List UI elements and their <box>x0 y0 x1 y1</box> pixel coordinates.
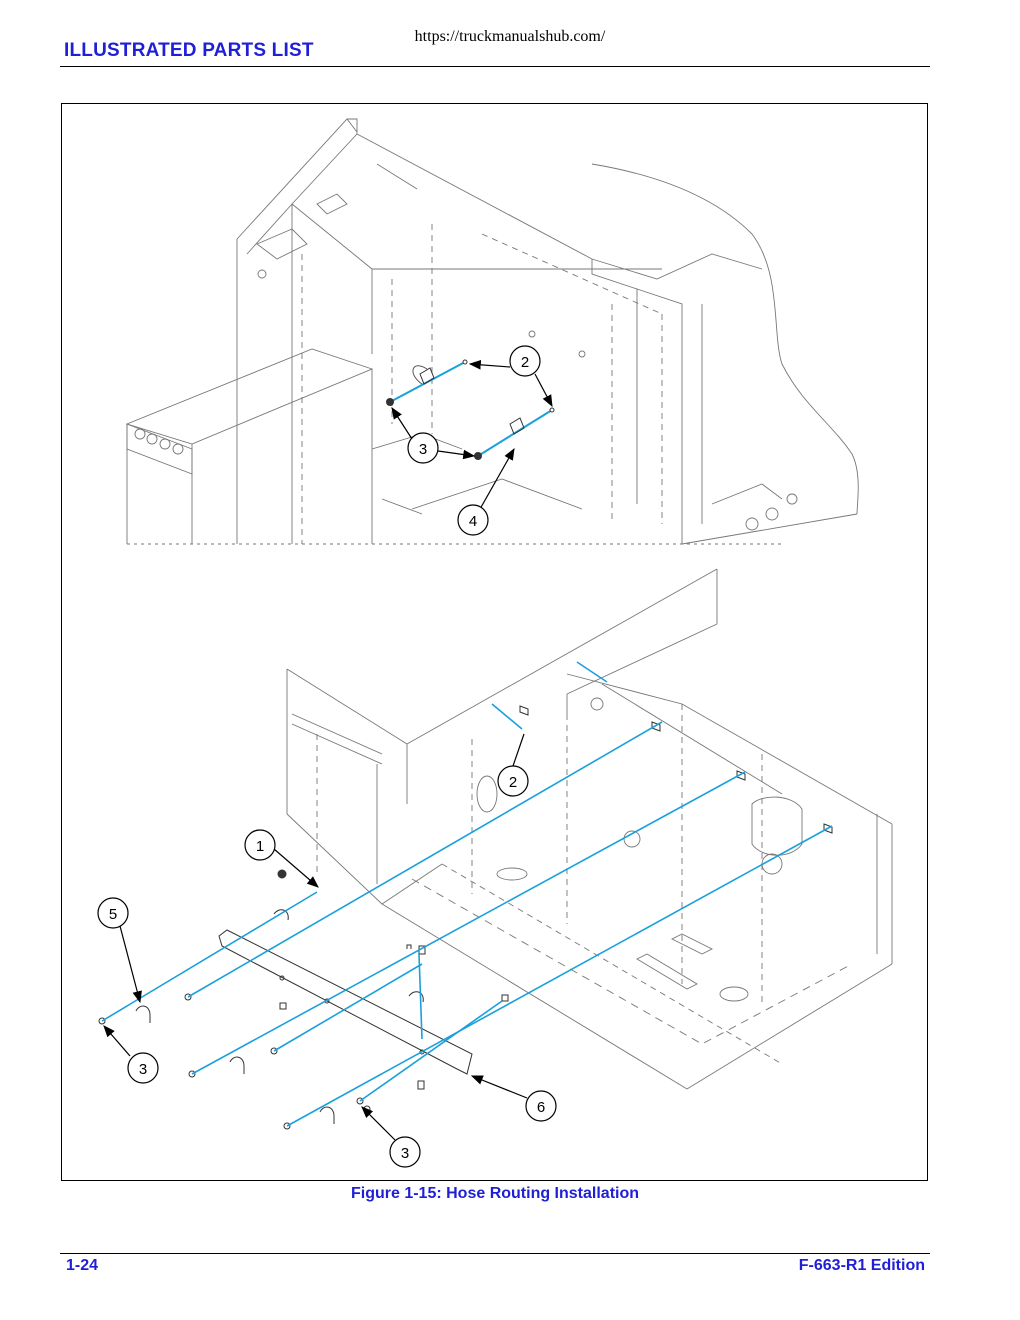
header-rule <box>60 66 930 67</box>
source-url: https://truckmanualshub.com/ <box>414 28 606 45</box>
figure-caption: Figure 1-15: Hose Routing Installation <box>350 1185 640 1202</box>
bottom-view-frame <box>286 568 893 1090</box>
top-callout-leaders <box>391 360 553 510</box>
page-number: 1-24 <box>66 1257 99 1274</box>
section-title: ILLUSTRATED PARTS LIST <box>64 40 314 61</box>
callout-4-top: 4 <box>469 513 477 530</box>
callout-3-top: 3 <box>419 441 427 458</box>
callout-5: 5 <box>109 906 117 923</box>
bottom-callouts: 1 5 3 2 6 3 <box>97 765 557 1168</box>
callout-3-left: 3 <box>139 1061 147 1078</box>
footer-rule <box>60 1253 930 1254</box>
callout-1: 1 <box>256 838 264 855</box>
bottom-parts <box>98 705 833 1130</box>
edition-label: F-663-R1 Edition <box>798 1257 925 1274</box>
callout-3-bottom: 3 <box>401 1145 409 1162</box>
top-callouts: 2 3 4 <box>407 345 541 536</box>
bottom-hoses <box>101 661 833 1127</box>
top-hoses <box>386 359 555 460</box>
figure-frame: 2 3 4 <box>61 103 928 1181</box>
top-view-holes <box>134 269 798 531</box>
callout-2-top: 2 <box>521 354 529 371</box>
callout-6: 6 <box>537 1099 545 1116</box>
bottom-callout-leaders <box>103 848 528 1141</box>
top-view-frame <box>125 118 859 545</box>
hose-routing-drawing: 2 3 4 <box>97 118 893 1168</box>
callout-2-bottom: 2 <box>509 774 517 791</box>
leader-2-bottom <box>512 733 525 767</box>
